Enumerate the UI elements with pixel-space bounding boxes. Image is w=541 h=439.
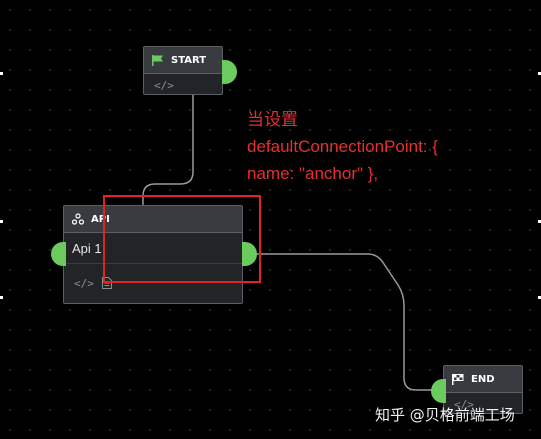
- annotation-line: 当设置: [247, 110, 298, 129]
- start-node-header: START: [144, 47, 222, 74]
- end-node-header: END: [444, 366, 522, 393]
- api-node-footer: </>: [64, 264, 242, 302]
- api-node-body: Api 1: [64, 233, 242, 264]
- end-node-title: END: [471, 373, 495, 385]
- code-icon[interactable]: </>: [454, 397, 474, 411]
- canvas-edge-mark: [538, 220, 541, 223]
- canvas-edge-mark: [538, 72, 541, 75]
- canvas-edge-mark: [0, 296, 3, 299]
- start-node[interactable]: START </>: [143, 46, 237, 96]
- api-node-title: API: [91, 213, 110, 225]
- annotation-line: name: "anchor" },: [247, 164, 379, 183]
- api-node[interactable]: API Api 1 </>: [51, 205, 257, 304]
- flag-icon: [152, 54, 163, 66]
- highlight-box: [103, 195, 261, 283]
- end-node-footer: </>: [444, 393, 522, 415]
- watermark: 知乎 @贝格前端工场: [375, 406, 515, 424]
- checkered-flag-icon: [452, 373, 464, 385]
- start-node-title: START: [171, 54, 207, 66]
- document-icon[interactable]: [101, 277, 112, 289]
- api-node-label: Api 1: [72, 240, 102, 256]
- webhook-icon: [72, 213, 84, 225]
- connection-api-to-end[interactable]: [163, 253, 470, 391]
- connection-start-to-api[interactable]: [142, 95, 194, 252]
- annotation-line: defaultConnectionPoint: {: [247, 137, 438, 156]
- code-icon[interactable]: </>: [74, 276, 94, 290]
- api-input-port[interactable]: [51, 242, 66, 266]
- end-node[interactable]: END </>: [431, 365, 523, 415]
- canvas-edge-mark: [538, 296, 541, 299]
- annotation-text: 当设置 defaultConnectionPoint: { name: "ancho…: [247, 106, 438, 187]
- end-input-port[interactable]: [431, 379, 446, 403]
- start-output-port[interactable]: [222, 60, 237, 84]
- code-icon[interactable]: </>: [154, 78, 174, 92]
- start-node-footer: </>: [144, 74, 222, 96]
- api-node-header: API: [64, 206, 242, 233]
- api-output-port[interactable]: [242, 242, 257, 266]
- canvas-edge-mark: [0, 72, 3, 75]
- canvas-edge-mark: [0, 220, 3, 223]
